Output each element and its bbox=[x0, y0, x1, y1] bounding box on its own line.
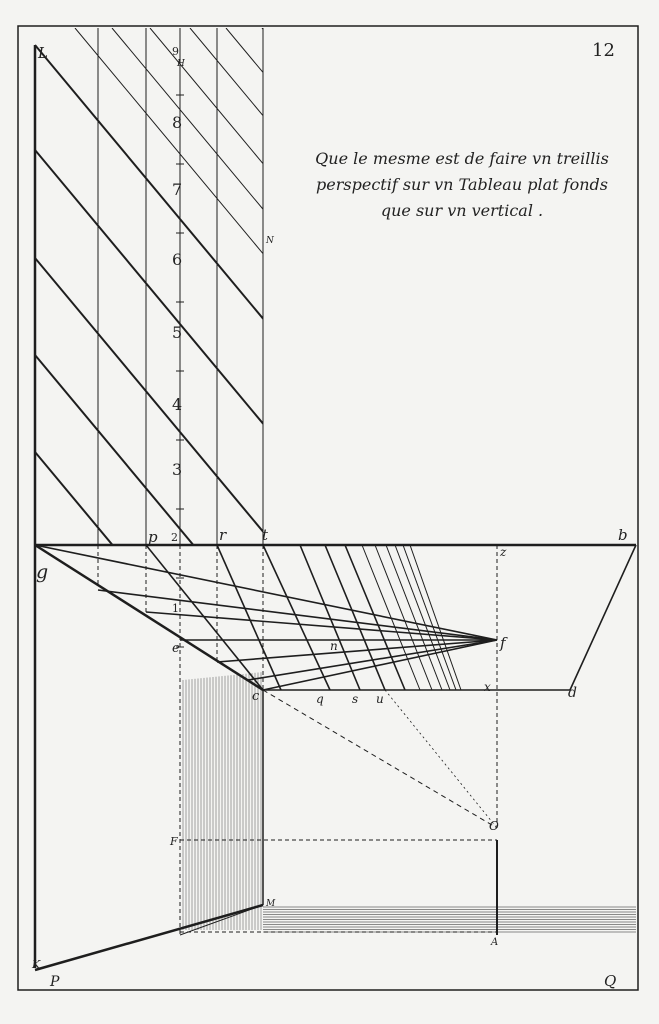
point-label-x: x bbox=[484, 680, 491, 694]
scale-number-6: 6 bbox=[172, 250, 182, 269]
converging-line bbox=[361, 544, 421, 691]
point-label-p: p bbox=[148, 528, 158, 546]
point-label-N: N bbox=[265, 236, 275, 246]
point-label-f: f bbox=[499, 634, 508, 652]
point-label-K: K bbox=[31, 958, 41, 971]
point-label-t: t bbox=[262, 526, 269, 544]
trellis-diagonal-thick bbox=[35, 451, 114, 545]
edge-g-c bbox=[34, 543, 264, 692]
point-label-s: s bbox=[352, 692, 358, 706]
converging-line bbox=[324, 544, 386, 691]
converging-line bbox=[409, 544, 462, 691]
page-number: 12 bbox=[592, 40, 615, 61]
converging-line bbox=[374, 544, 433, 691]
caption-line-2: perspectif sur vn Tableau plat fonds bbox=[316, 175, 608, 194]
point-label-g: g bbox=[36, 561, 48, 583]
ray-to-f bbox=[97, 589, 498, 641]
converging-line bbox=[344, 544, 406, 691]
converging-line bbox=[385, 544, 443, 691]
ray-to-f bbox=[145, 611, 498, 641]
point-label-P: P bbox=[49, 974, 60, 990]
edge-d-b bbox=[569, 544, 637, 691]
converging-line bbox=[299, 544, 361, 691]
converging-line bbox=[145, 544, 264, 691]
point-label-r: r bbox=[219, 526, 227, 544]
point-label-Q: Q bbox=[604, 972, 616, 990]
converging-line bbox=[394, 544, 451, 691]
trellis-diagonal-thick bbox=[35, 44, 263, 321]
converging-line bbox=[402, 544, 457, 691]
upper-trellis bbox=[35, 28, 263, 545]
trellis-diagonal bbox=[74, 28, 263, 255]
scale-number-9: 9 bbox=[172, 45, 179, 58]
scale-number-4: 4 bbox=[172, 395, 182, 414]
trellis-diagonal bbox=[189, 28, 263, 117]
trellis-diagonal bbox=[149, 28, 263, 165]
ray-to-f bbox=[34, 544, 498, 641]
point-label-O: O bbox=[489, 819, 499, 833]
trellis-diagonal-thick bbox=[35, 257, 263, 534]
converging-line bbox=[262, 544, 331, 691]
trellis-diagonal bbox=[225, 28, 263, 74]
point-label-c: c bbox=[252, 689, 260, 704]
point-label-n: n bbox=[330, 639, 338, 653]
point-label-F: F bbox=[169, 835, 178, 848]
point-label-L: L bbox=[37, 44, 48, 62]
dotted-u-o bbox=[384, 689, 498, 829]
ray-to-f bbox=[216, 639, 498, 663]
edge-floor bbox=[179, 904, 264, 936]
scale-number-7: 7 bbox=[172, 180, 182, 199]
trellis-diagonal bbox=[261, 28, 263, 30]
point-label-d: d bbox=[568, 685, 577, 701]
point-label-u: u bbox=[376, 692, 384, 706]
point-label-q: q bbox=[316, 692, 324, 706]
point-label-e: e bbox=[172, 641, 180, 656]
caption-line-1: Que le mesme est de faire vn treillis bbox=[315, 149, 609, 168]
edge-p-m bbox=[34, 903, 264, 972]
caption-line-3: que sur vn vertical . bbox=[380, 201, 544, 220]
point-label-A: A bbox=[490, 937, 498, 948]
converging-line bbox=[216, 544, 282, 691]
scale-number-5: 5 bbox=[172, 323, 182, 342]
point-label-H: H bbox=[176, 59, 185, 69]
point-label-b: b bbox=[618, 526, 628, 544]
scale-number-3: 3 bbox=[172, 460, 182, 479]
trellis-diagonal-thick bbox=[35, 354, 195, 545]
scale-number-2: 2 bbox=[171, 531, 178, 544]
trellis-diagonal bbox=[111, 28, 263, 210]
ray-to-f bbox=[262, 639, 498, 691]
scale-number-8: 8 bbox=[172, 113, 182, 132]
trellis-diagonal-thick bbox=[35, 149, 263, 426]
plate-caption: Que le mesme est de faire vn treillis pe… bbox=[282, 146, 642, 224]
plate-border bbox=[17, 25, 639, 991]
point-label-M: M bbox=[265, 899, 276, 909]
dashed-c-o bbox=[262, 689, 498, 829]
point-label-z: z bbox=[499, 545, 507, 559]
scale-number-1: 1 bbox=[172, 602, 179, 615]
